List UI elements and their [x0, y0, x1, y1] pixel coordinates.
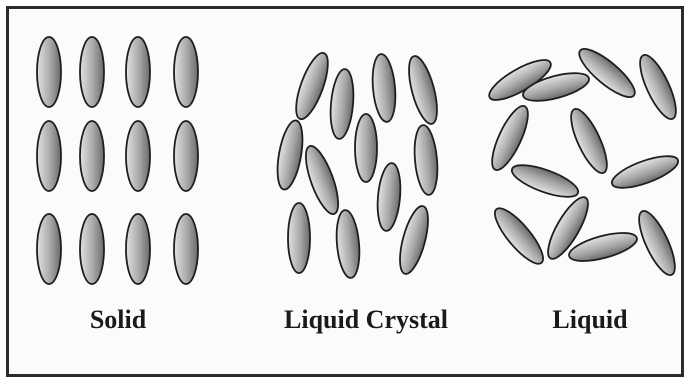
solid-molecule-12: [174, 214, 198, 284]
liquid-crystal-molecules: [273, 49, 443, 278]
solid-molecule-3: [126, 37, 150, 107]
liquid-crystal-molecule-4: [403, 53, 442, 126]
solid-molecule-10: [80, 214, 104, 284]
liquid-crystal-molecule-3: [370, 53, 398, 123]
liquid-crystal-molecule-8: [299, 142, 344, 217]
liquid-crystal-molecule-5: [273, 119, 307, 192]
liquid-crystal-molecule-11: [334, 209, 362, 279]
liquid-molecule-10: [488, 202, 550, 270]
liquid-crystal-molecule-9: [375, 162, 403, 232]
solid-molecule-7: [126, 121, 150, 191]
liquid-crystal-molecule-7: [412, 124, 440, 196]
solid-molecule-2: [80, 37, 104, 107]
liquid-crystal-molecule-12: [394, 203, 433, 276]
solid-label: Solid: [90, 305, 146, 335]
liquid-crystal-label: Liquid Crystal: [284, 305, 448, 335]
solid-molecule-5: [37, 121, 61, 191]
solid-molecules: [37, 37, 198, 284]
liquid-molecule-12: [632, 207, 682, 280]
liquid-crystal-molecule-2: [328, 68, 356, 140]
liquid-molecule-8: [508, 159, 581, 204]
solid-molecule-8: [174, 121, 198, 191]
liquid-molecule-5: [485, 102, 535, 175]
solid-molecule-1: [37, 37, 61, 107]
liquid-molecule-6: [564, 105, 614, 178]
solid-molecule-11: [126, 214, 150, 284]
solid-molecule-4: [174, 37, 198, 107]
solid-molecule-9: [37, 214, 61, 284]
liquid-label: Liquid: [552, 305, 627, 335]
liquid-molecules: [484, 42, 683, 279]
liquid-crystal-molecule-6: [355, 114, 377, 182]
liquid-molecule-3: [573, 42, 641, 104]
solid-molecule-6: [80, 121, 104, 191]
liquid-molecule-4: [633, 51, 683, 124]
liquid-molecule-7: [608, 150, 681, 195]
liquid-crystal-molecule-1: [290, 49, 335, 122]
liquid-crystal-molecule-10: [288, 203, 310, 273]
